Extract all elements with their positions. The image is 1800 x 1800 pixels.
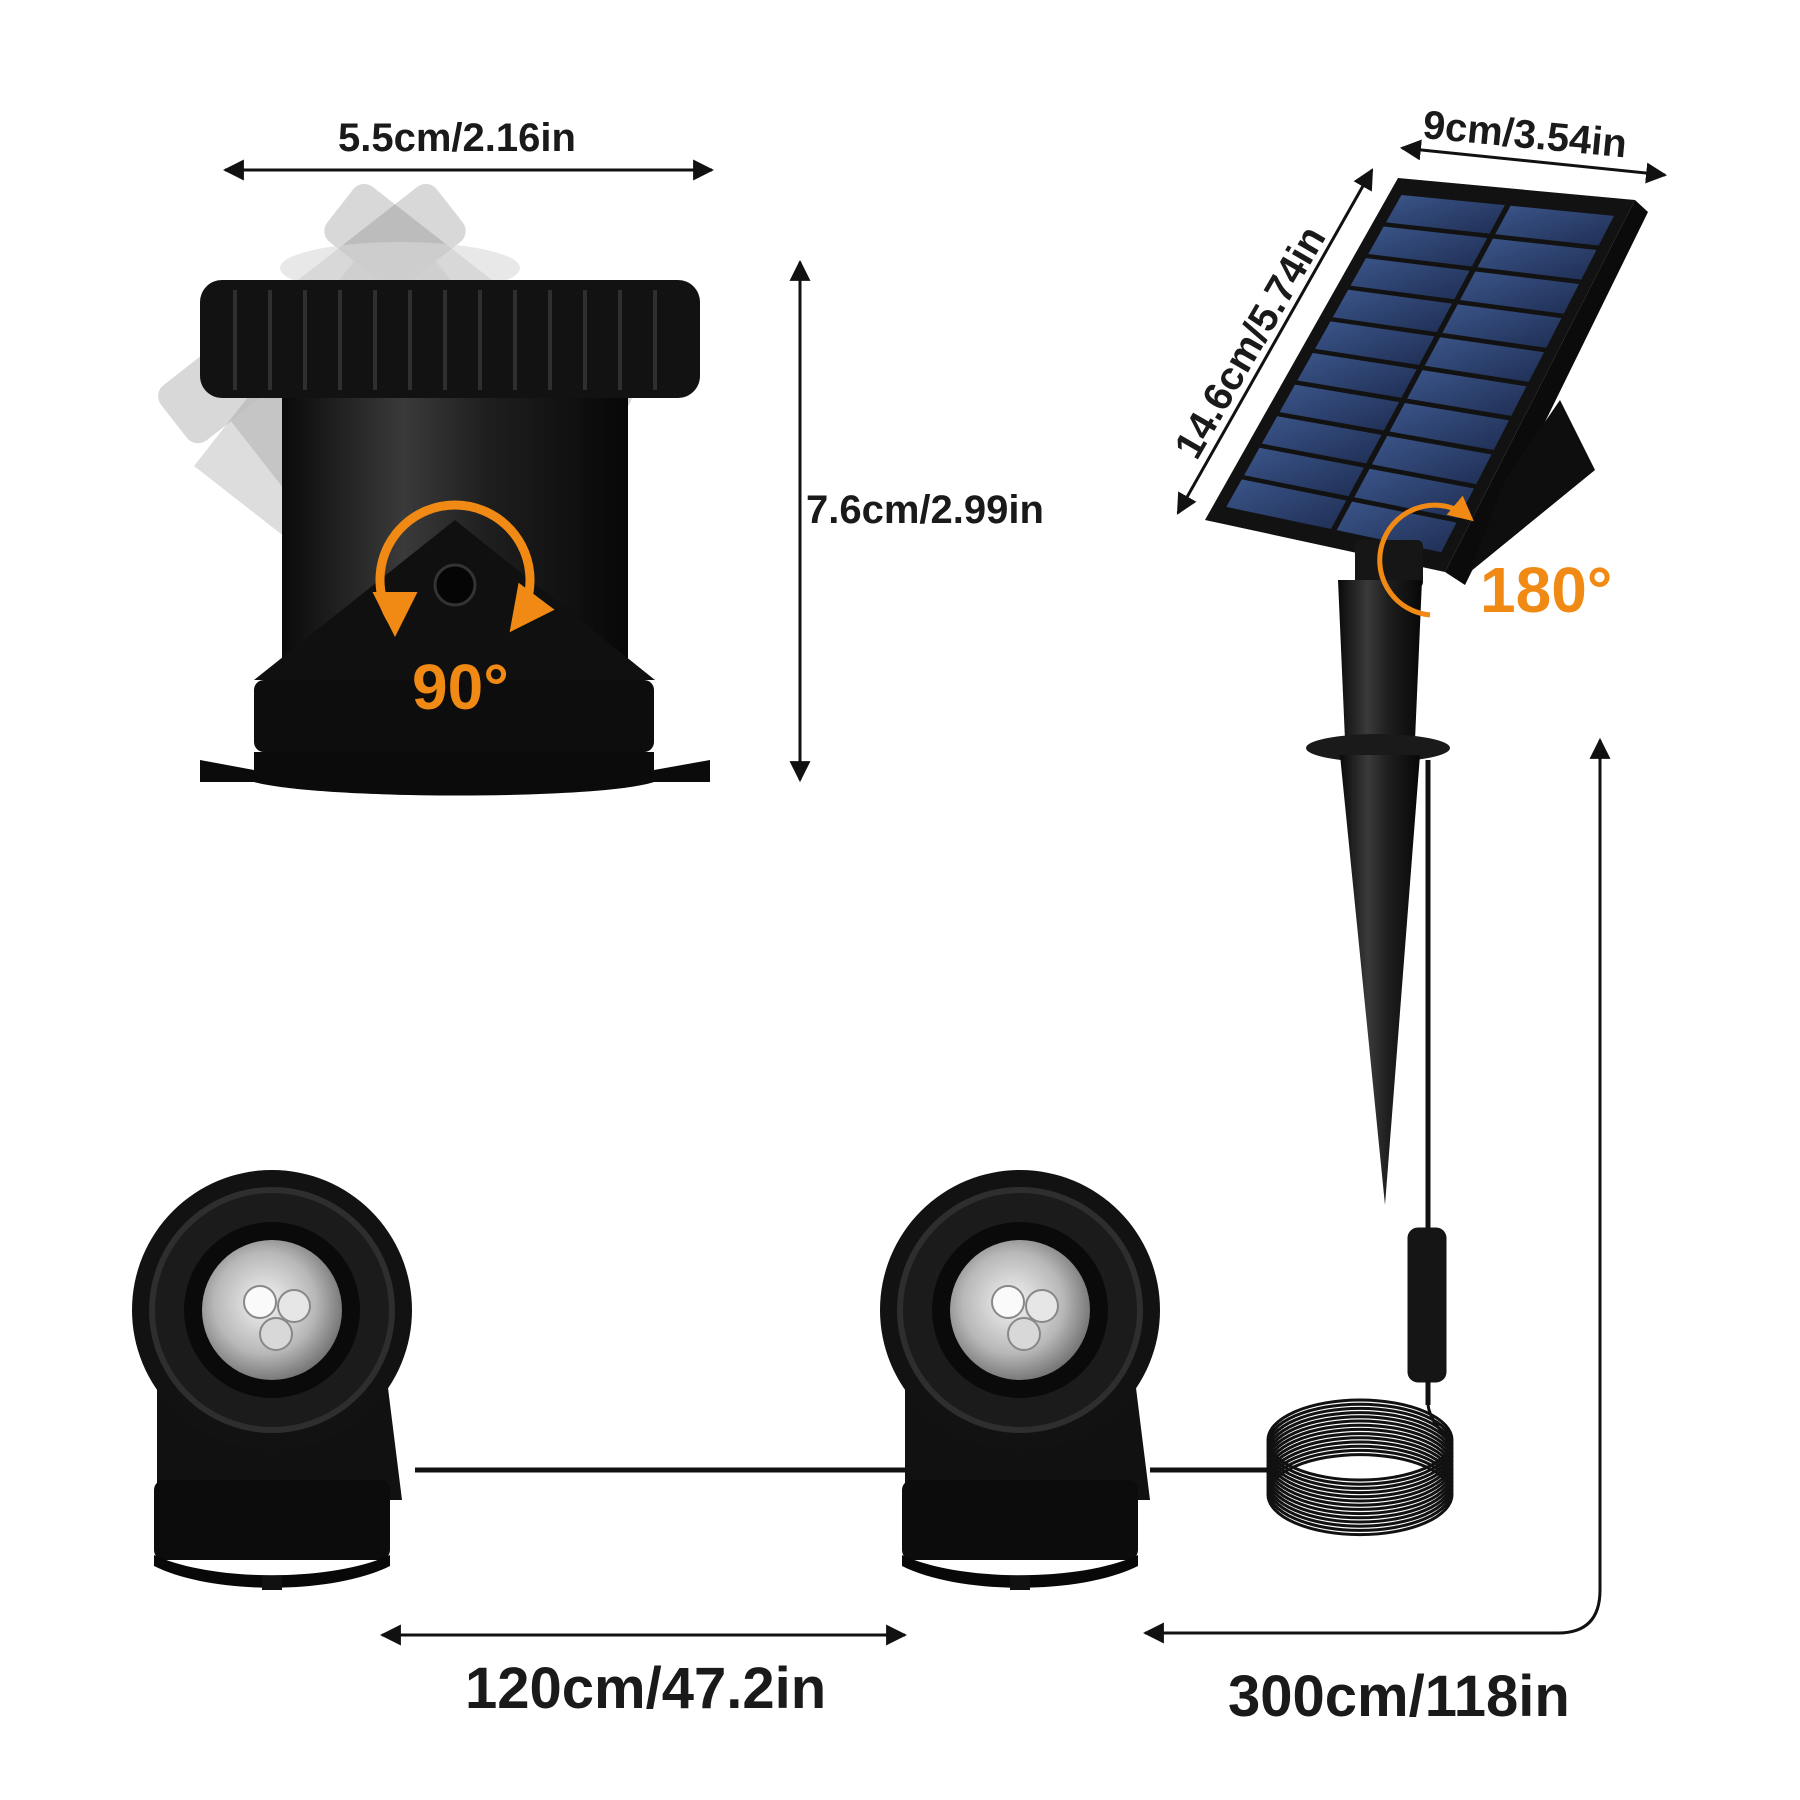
solar-cell <box>1371 435 1492 485</box>
solar-cell <box>1477 238 1597 280</box>
solar-cell <box>1442 304 1562 348</box>
spotlight-left <box>132 1170 412 1590</box>
solar-cell <box>1389 402 1509 451</box>
lamp-rotate-arrow <box>375 500 555 633</box>
lamp-cap-ribs <box>233 290 657 390</box>
cable-coil <box>1266 1398 1454 1537</box>
panel-width-dimension-line <box>1399 139 1668 184</box>
solar-cell <box>1459 271 1579 314</box>
to-panel-dimension-line <box>1142 737 1611 1644</box>
between-lights-cable-label: 120cm/47.2in <box>465 1656 827 1721</box>
spotlight-right <box>880 1170 1160 1590</box>
solar-cell <box>1350 258 1470 300</box>
cable-connector <box>1407 1227 1447 1383</box>
to-panel-cable-label: 300cm/118in <box>1228 1664 1570 1729</box>
lamp-pivot-hole <box>433 563 477 607</box>
lamp-head-tilt-view <box>158 183 710 796</box>
lamp-height-label: 7.6cm/2.99in <box>806 488 1044 532</box>
panel-tilt-angle-label: 180° <box>1480 554 1613 626</box>
lamp-cap <box>200 280 700 398</box>
solar-cell <box>1424 337 1544 382</box>
lamp-base <box>200 752 710 796</box>
panel-length-dimension-line <box>1176 168 1374 515</box>
solar-cell <box>1368 226 1488 267</box>
panel-rotate-arrow <box>1377 495 1474 618</box>
solar-cell <box>1386 194 1505 234</box>
stake-pole <box>1338 580 1422 740</box>
stake-mount <box>1355 540 1423 588</box>
lamp-tilt-angle-label: 90° <box>412 651 509 723</box>
solar-cell <box>1495 205 1614 246</box>
solar-cell <box>1407 370 1527 416</box>
stake-spike <box>1340 755 1420 1205</box>
lamp-width-label: 5.5cm/2.16in <box>338 116 576 160</box>
